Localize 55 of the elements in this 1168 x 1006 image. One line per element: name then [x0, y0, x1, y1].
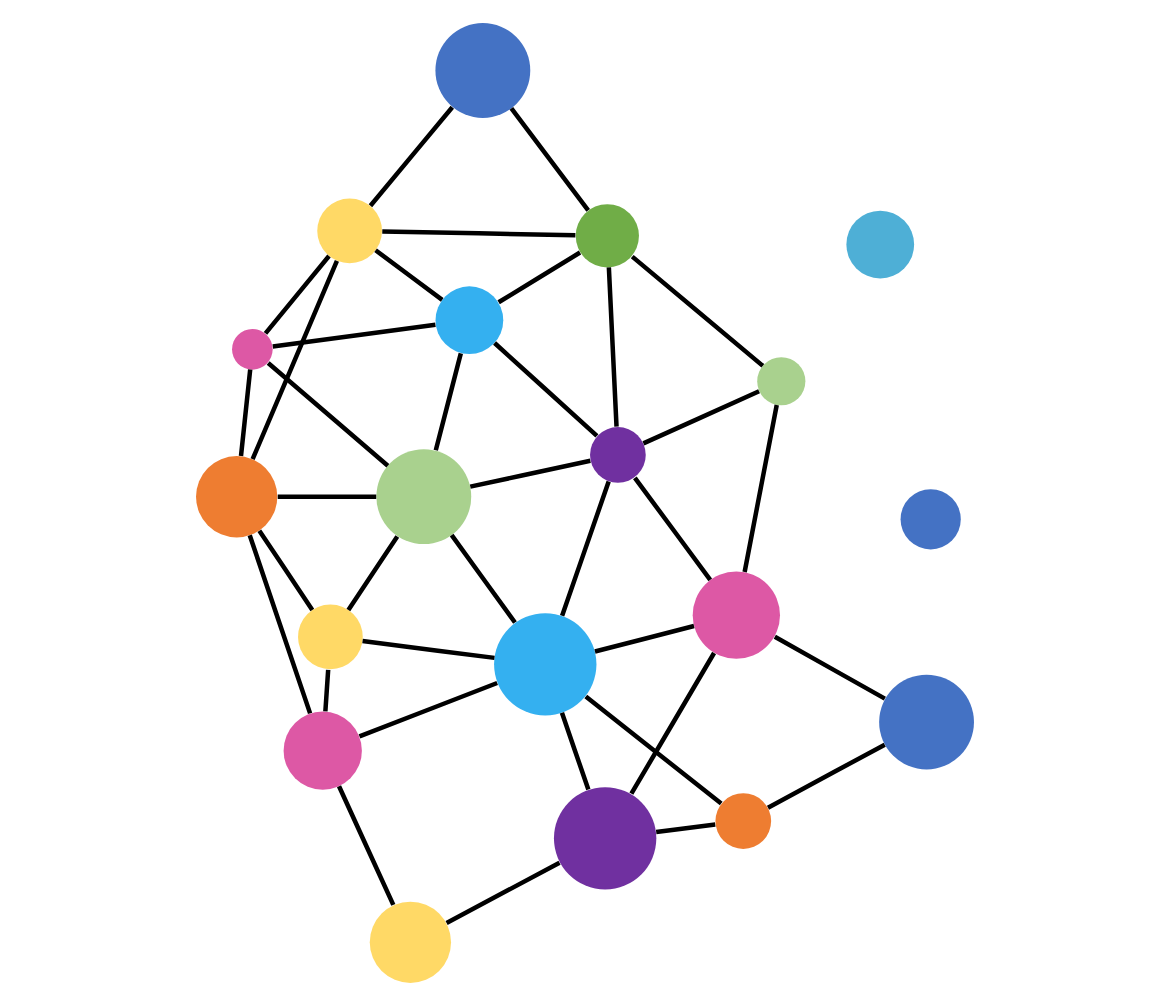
connector: [265, 361, 389, 468]
connector: [654, 822, 715, 835]
connector: [262, 254, 330, 335]
connector: [772, 634, 885, 701]
node-circle: [195, 456, 277, 538]
connector: [508, 107, 589, 212]
connector: [276, 494, 376, 499]
connector: [237, 369, 252, 457]
connector: [367, 105, 453, 208]
connector: [448, 533, 516, 624]
node-circle: [231, 329, 272, 370]
node-circle: [845, 210, 914, 279]
connector: [373, 248, 443, 302]
connector: [361, 638, 494, 661]
connector: [765, 742, 885, 810]
node-circle: [589, 427, 645, 483]
node-circle: [714, 793, 771, 849]
connector: [593, 623, 694, 654]
node-circle: [316, 198, 381, 264]
node-circle: [434, 23, 530, 118]
node-circle: [756, 357, 805, 406]
node-circle: [493, 613, 596, 716]
connector: [381, 229, 575, 238]
connector: [632, 476, 712, 582]
node-circle: [691, 571, 779, 659]
connector: [432, 352, 462, 451]
node-circle: [434, 286, 503, 355]
connector: [492, 341, 598, 438]
connector: [357, 680, 497, 739]
connector: [641, 389, 759, 446]
connector: [256, 529, 314, 612]
connector: [558, 712, 590, 791]
node-circle: [574, 204, 638, 268]
connector: [496, 250, 581, 305]
connector: [559, 480, 610, 617]
connector: [335, 785, 395, 906]
node-circle: [552, 787, 656, 890]
connector: [741, 404, 778, 573]
node-circle: [375, 449, 471, 545]
connector: [629, 254, 764, 368]
connector: [249, 259, 338, 461]
node-circle: [368, 901, 451, 983]
node-circle: [878, 674, 973, 770]
node-circle: [282, 711, 361, 790]
connector: [468, 458, 590, 489]
connector: [271, 322, 435, 349]
connector: [345, 535, 399, 612]
connector: [605, 267, 618, 427]
connector: [246, 534, 312, 715]
connector: [322, 669, 330, 712]
node-circle: [899, 489, 960, 550]
connector: [444, 860, 560, 925]
node-circle: [297, 604, 362, 670]
connector: [583, 694, 722, 806]
connector: [628, 651, 716, 795]
